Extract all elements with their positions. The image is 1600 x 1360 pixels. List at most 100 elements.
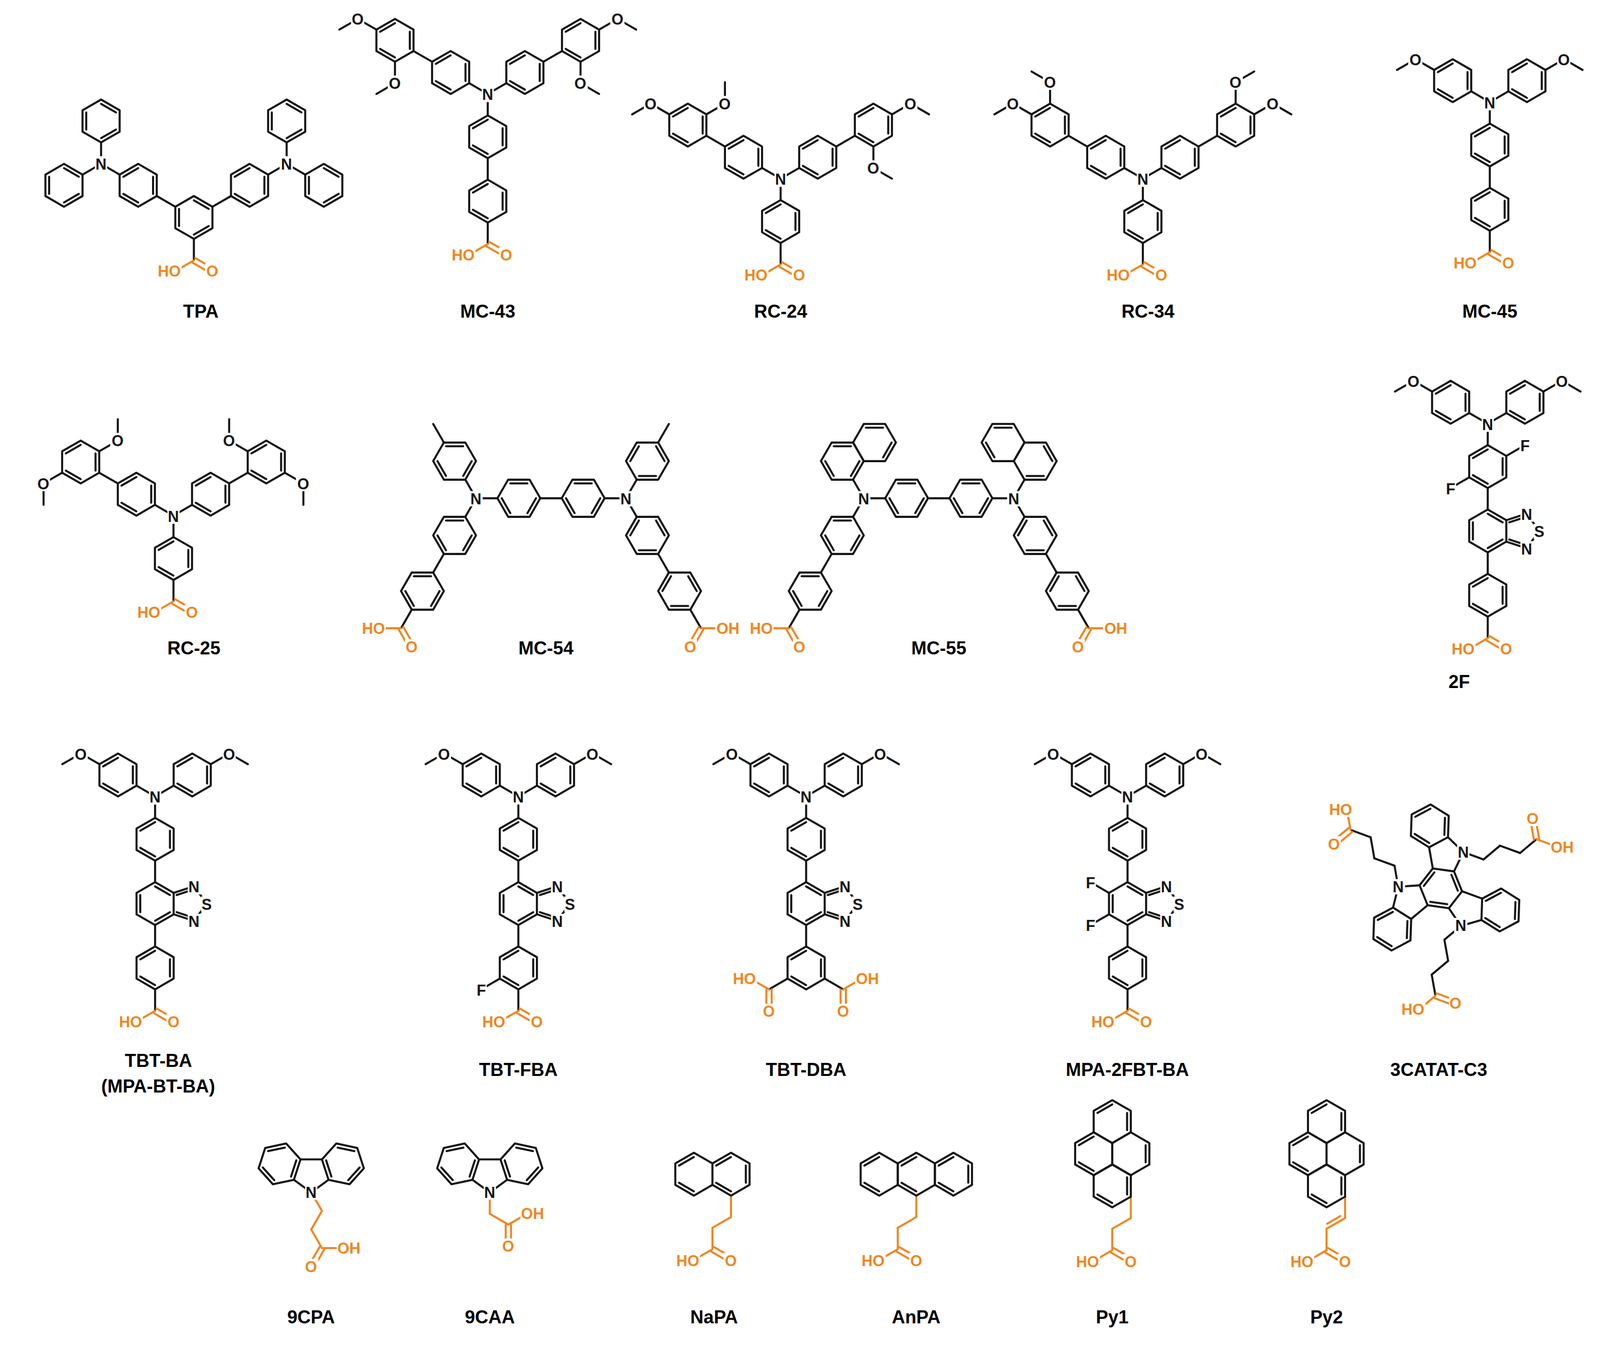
double-bond (1487, 539, 1503, 548)
ring (1419, 867, 1463, 908)
atom-label: O (1043, 74, 1058, 91)
compound-name: AnPA (892, 1303, 941, 1330)
acid-label: HO (743, 267, 769, 283)
name-word: MPA-2FBT-BA (1065, 1059, 1189, 1080)
compound-name: Py1 (1095, 1303, 1129, 1330)
acid-label: O (1123, 1252, 1138, 1269)
double-bond (323, 193, 339, 203)
compound-name: MC-54 (518, 635, 574, 661)
ring (1093, 1164, 1131, 1207)
double-bond (715, 1156, 732, 1166)
double-bond (850, 461, 860, 477)
bond (1411, 905, 1428, 919)
double-bond (565, 498, 575, 514)
double-bond (790, 894, 793, 912)
double-bond (413, 574, 431, 577)
double-bond (1078, 1161, 1094, 1171)
acid-label: O (1501, 255, 1516, 271)
double-bond (791, 950, 807, 960)
double-bond (791, 976, 807, 985)
bond (192, 238, 195, 261)
bond (805, 924, 808, 947)
bond (1129, 1196, 1132, 1218)
acid-label: HO (450, 246, 476, 263)
ring (762, 200, 800, 243)
double-bond (1220, 133, 1236, 142)
double-bond (495, 766, 498, 784)
bond (769, 978, 788, 989)
atom-label: O (717, 95, 733, 112)
double-bond (825, 535, 834, 551)
double-bond (503, 976, 519, 985)
double-bond (1475, 127, 1491, 137)
bond (543, 51, 562, 62)
double-bond (1026, 474, 1044, 477)
double-bond (1437, 89, 1453, 98)
atom-label: O (903, 95, 918, 112)
bond (1500, 845, 1521, 853)
atom-label: N (799, 788, 813, 805)
double-bond (131, 766, 134, 784)
double-bond (1141, 830, 1144, 848)
double-bond (715, 1182, 732, 1192)
double-bond (1112, 821, 1128, 831)
acid-label: O (1154, 267, 1169, 283)
ring (1093, 1099, 1131, 1143)
bond (156, 196, 176, 207)
double-bond (463, 535, 472, 551)
double-bond (962, 482, 980, 485)
ring (824, 753, 862, 796)
bond (805, 860, 808, 883)
double-bond (251, 470, 267, 480)
bond (1126, 924, 1129, 947)
ring (469, 179, 507, 223)
atom-label: N (1136, 171, 1150, 187)
double-bond (1311, 1194, 1327, 1203)
bond (486, 158, 489, 180)
name-word: 3CATAT-C3 (1390, 1059, 1488, 1080)
ring (934, 1152, 972, 1196)
atom-label: N (148, 788, 162, 805)
ring (192, 472, 230, 516)
double-bond (670, 604, 688, 607)
ring (1433, 59, 1472, 102)
ring (258, 1143, 301, 1185)
double-bond (1340, 1112, 1343, 1130)
double-bond (103, 783, 119, 792)
double-bond (728, 139, 744, 149)
acid-label: O (184, 604, 199, 620)
double-bond (806, 886, 822, 895)
compound-name: NaPA (690, 1303, 739, 1330)
double-bond (1473, 577, 1489, 587)
bond (1486, 616, 1489, 639)
acid-label: O (166, 1013, 181, 1030)
double-bond (380, 48, 396, 58)
ring (1108, 882, 1146, 925)
ring (787, 882, 825, 925)
double-bond (63, 168, 79, 177)
double-bond (1292, 1161, 1308, 1171)
acid-label: O (1327, 835, 1342, 852)
double-bond (1063, 116, 1066, 134)
acid-label: HO (1105, 267, 1131, 283)
atom-label: O (1265, 95, 1280, 112)
compound-name: RC-34 (1121, 298, 1175, 325)
double-bond (121, 502, 137, 512)
atom-label: O (1554, 373, 1569, 389)
bond (1486, 488, 1489, 510)
double-bond (380, 23, 396, 32)
acid-label: O (792, 267, 807, 283)
bond (413, 51, 432, 62)
ring (376, 19, 414, 62)
atom-label: S (1173, 895, 1186, 912)
double-bond (806, 912, 822, 921)
compound-name: TBT-BA (MPA-BT-BA) (81, 1048, 235, 1100)
bond (1198, 135, 1218, 147)
double-bond (1075, 783, 1091, 792)
bond (300, 1157, 323, 1160)
atom-label: F (1084, 874, 1097, 891)
bond (788, 609, 800, 629)
ring (1013, 516, 1057, 554)
double-bond (1097, 1194, 1113, 1203)
